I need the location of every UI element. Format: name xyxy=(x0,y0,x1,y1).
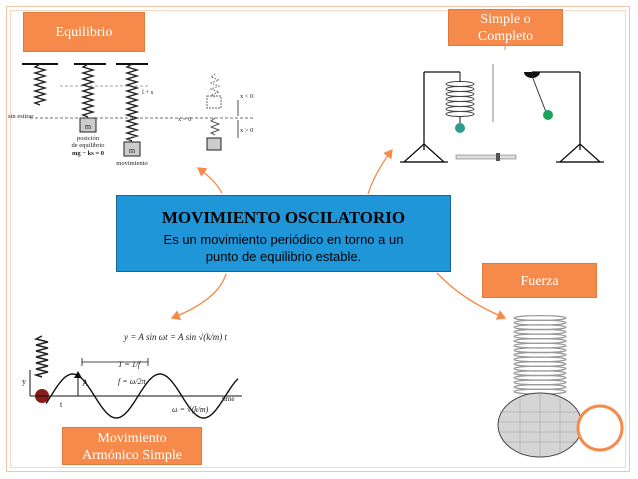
topic-simple-line2: Completo xyxy=(477,29,534,44)
slide-frame-outer xyxy=(6,6,630,472)
spring-equilibrium-figure: m m sin estirar posición de equilibrio m… xyxy=(8,63,255,167)
topic-equilibrio[interactable]: Equilibrio xyxy=(23,12,145,52)
central-title: MOVIMIENTO OSCILATORIO xyxy=(161,208,406,227)
central-description-line2: punto de equilibrio estable. xyxy=(205,249,362,264)
label-sin-estirar: sin estirar xyxy=(8,113,34,120)
force-spring-figure xyxy=(497,315,583,458)
topic-fuerza-label: Fuerza xyxy=(520,274,559,289)
eq-period: T = 1/f xyxy=(118,360,142,369)
label-l-plus-s: l + s xyxy=(142,89,154,96)
eq-freq: f = ω/2π xyxy=(118,377,146,386)
eq-top: y = A sin ωt = A sin √(k/m) t xyxy=(123,332,228,342)
label-de-equilibrio: de equilibrio xyxy=(71,142,104,149)
label-x-zero: x = 0 xyxy=(178,116,191,123)
eq-omega: ω = √(k/m) xyxy=(172,405,209,414)
label-amplitude: A xyxy=(82,378,89,388)
pendulum-figure xyxy=(400,64,604,163)
label-posicion: posición xyxy=(77,135,100,142)
arrow-to-fuerza xyxy=(436,272,507,320)
label-x-pos: x > 0 xyxy=(240,127,253,134)
central-concept-box[interactable]: MOVIMIENTO OSCILATORIO Es un movimiento … xyxy=(116,195,451,272)
topic-mas[interactable]: Movimiento Armónico Simple xyxy=(62,427,202,465)
topic-simple-completo[interactable]: Simple o Completo xyxy=(448,9,563,46)
mass-label-1: m xyxy=(85,122,92,131)
central-description-line1: Es un movimiento periódico en torno a un xyxy=(163,232,404,247)
slide-frame-inner xyxy=(10,10,626,468)
label-time: time xyxy=(222,395,234,403)
arrow-to-pendulum xyxy=(367,148,393,195)
topic-mas-line1: Movimiento xyxy=(97,431,167,446)
decorative-circle xyxy=(576,404,624,452)
shm-graph-figure: y = A sin ωt = A sin √(k/m) t T = 1/f f … xyxy=(22,332,242,419)
topic-simple-line1: Simple o xyxy=(480,12,531,27)
mass-label-2: m xyxy=(129,146,136,155)
label-movimiento: movimiento xyxy=(116,160,147,167)
arrow-to-mas xyxy=(170,273,227,320)
label-y: y xyxy=(22,377,26,386)
label-equation: mg − ks = 0 xyxy=(72,150,104,157)
topic-fuerza[interactable]: Fuerza xyxy=(482,263,597,298)
label-t: t xyxy=(60,400,63,409)
topic-mas-line2: Armónico Simple xyxy=(82,448,182,463)
arrow-to-equilibrio xyxy=(196,167,223,194)
label-x-neg: x < 0 xyxy=(240,93,253,100)
topic-equilibrio-label: Equilibrio xyxy=(55,25,113,40)
